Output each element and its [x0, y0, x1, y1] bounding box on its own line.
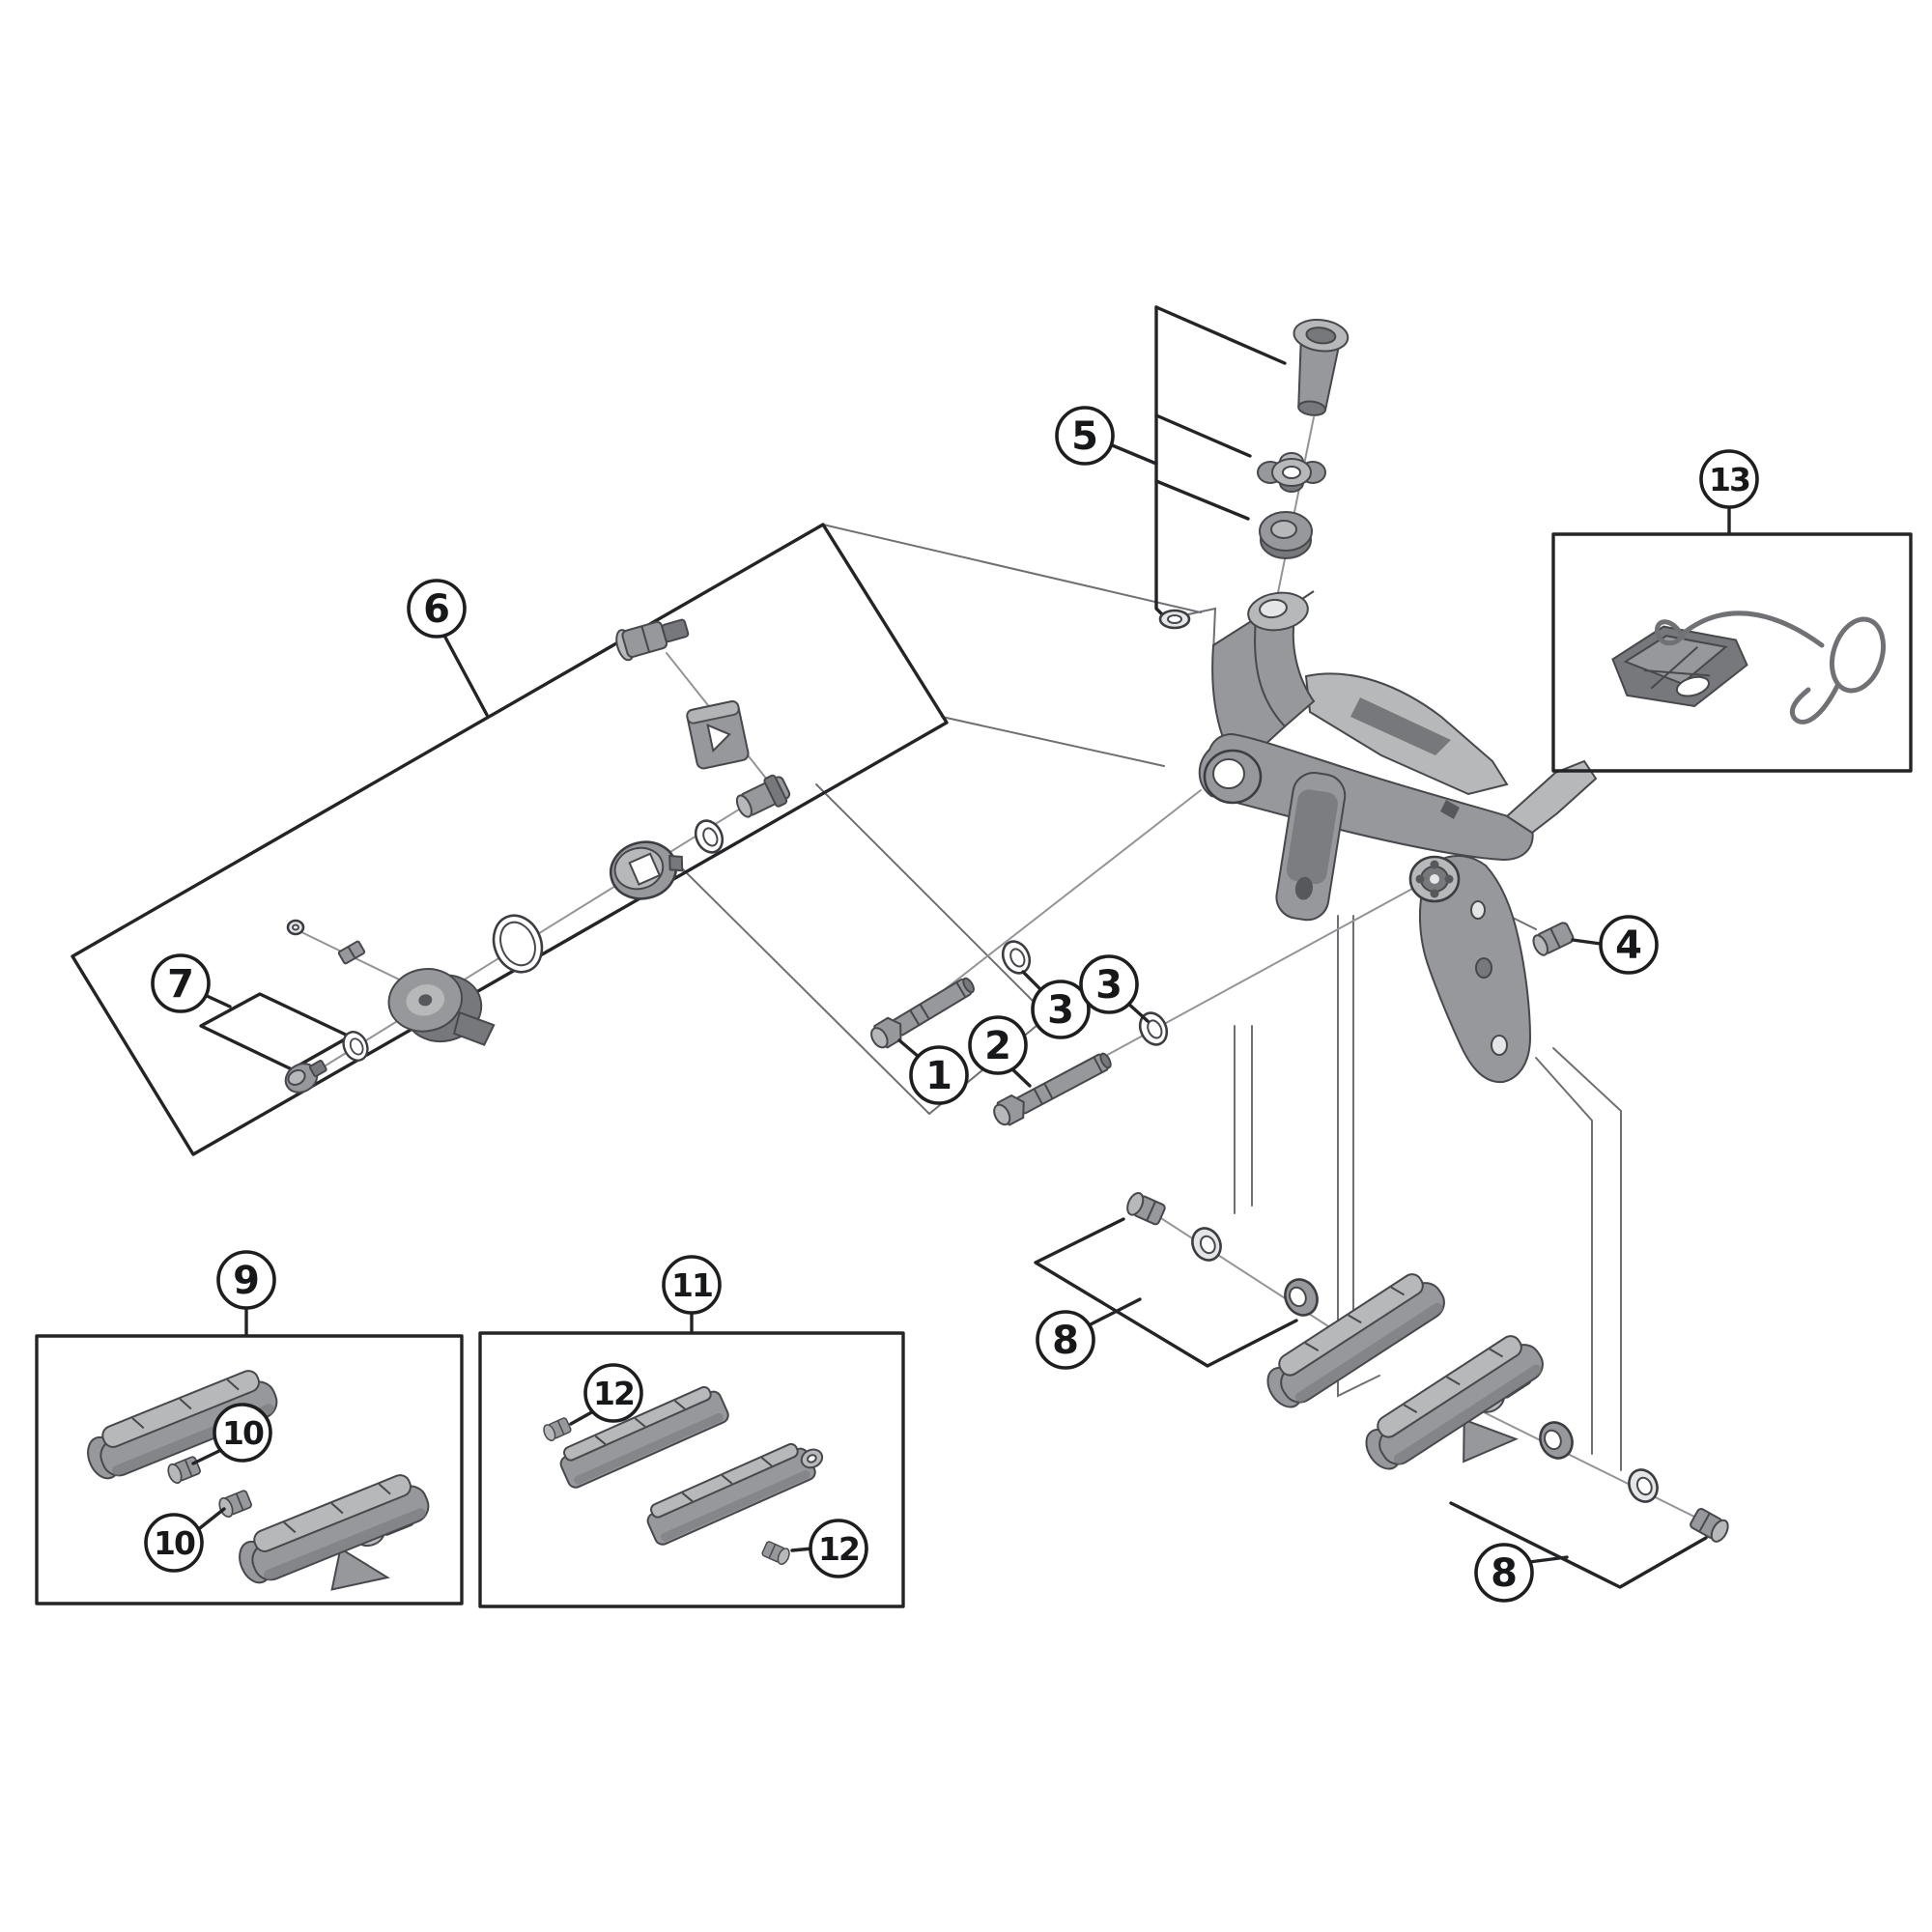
callout-9: 9 [216, 1250, 276, 1336]
spring-hook [1440, 800, 1460, 819]
mount-washer [1158, 609, 1191, 630]
callout-2: 2 [968, 1015, 1032, 1088]
box-13-frame [1551, 532, 1913, 773]
box-6-group [71, 523, 949, 1156]
pad-insert-top [554, 1380, 732, 1492]
svg-text:3: 3 [1095, 963, 1122, 1008]
group-mounting-bolts [870, 922, 1575, 1126]
svg-text:8: 8 [1052, 1319, 1079, 1363]
shoe-concave-washer-a [1278, 1272, 1324, 1322]
right-bracket-arm [1418, 854, 1532, 1084]
left-pad-arm [1275, 772, 1347, 922]
pivot-screw-7 [284, 1060, 327, 1094]
callout-4: 4 [1571, 915, 1659, 975]
shoe-washer-a [1185, 1222, 1228, 1266]
cam-ring [609, 840, 684, 900]
shoe-washer-b [1622, 1463, 1664, 1508]
callout-13: 13 [1699, 449, 1759, 534]
cable-adjust-bolt [615, 618, 690, 662]
callout-11: 11 [662, 1255, 722, 1333]
svg-text:2: 2 [984, 1024, 1011, 1068]
group-5-fixing-hardware [1154, 305, 1350, 630]
callout-12b: 12 [790, 1519, 868, 1578]
mounting-bolt-2 [993, 1052, 1112, 1126]
callout-10a: 10 [191, 1403, 272, 1465]
caliper-fixing-bolt [1293, 319, 1350, 416]
shoe-fixing-bolt-a [1122, 1189, 1168, 1228]
callouts: 1 2 3 3 4 5 6 [144, 406, 1759, 1603]
group-8-left [1034, 1189, 1324, 1368]
spring-cover [1611, 625, 1748, 708]
callout-1: 1 [897, 1038, 969, 1105]
box-6-frame [71, 523, 949, 1156]
box-11-frame [478, 1331, 905, 1608]
callout-8b: 8 [1474, 1543, 1569, 1603]
svg-text:9: 9 [233, 1259, 260, 1303]
svg-text:6: 6 [423, 587, 450, 632]
caliper-wing-shadow [1350, 697, 1451, 755]
svg-text:10: 10 [154, 1524, 195, 1562]
large-o-ring [492, 914, 544, 974]
svg-text:7: 7 [167, 962, 194, 1007]
callout-12a: 12 [569, 1363, 643, 1426]
insert-pin-12b [760, 1539, 793, 1567]
box-13-group [1551, 532, 1913, 773]
pad-fixing-bolt-10a [164, 1454, 203, 1486]
svg-text:4: 4 [1615, 923, 1642, 968]
pad-fixing-bolt-10b [215, 1488, 254, 1520]
svg-text:11: 11 [671, 1266, 712, 1304]
callout-3b: 3 [1079, 954, 1150, 1023]
svg-text:12: 12 [818, 1530, 859, 1568]
box-11-group [478, 1331, 905, 1608]
return-spring [1655, 611, 1887, 724]
callout-5: 5 [1055, 406, 1158, 466]
caliper-body [1198, 590, 1598, 1084]
svg-text:5: 5 [1071, 414, 1098, 459]
spring-adjust-nut [1257, 452, 1326, 493]
cam-pulley [387, 968, 496, 1046]
box-9-group [35, 1334, 464, 1605]
box-7-frame [199, 992, 352, 1071]
group-8-right [1449, 1415, 1733, 1589]
top-pivot-hole [1259, 598, 1288, 619]
svg-text:10: 10 [222, 1414, 264, 1452]
svg-text:13: 13 [1709, 461, 1749, 498]
pad-insert-bottom [640, 1437, 824, 1548]
callout-3a: 3 [1021, 970, 1091, 1039]
box-9-frame [35, 1334, 464, 1605]
left-pivot-hole [1212, 758, 1245, 789]
brake-shoe-right [1354, 1325, 1554, 1478]
hex-sleeve [337, 940, 366, 965]
svg-text:3: 3 [1047, 988, 1074, 1033]
shoe-fixing-bolt-b [1688, 1505, 1733, 1546]
svg-text:8: 8 [1491, 1551, 1518, 1596]
callout-6: 6 [407, 579, 489, 717]
pivot-axle [735, 774, 791, 818]
mounting-bolt-1 [870, 977, 975, 1049]
anchor-plate [686, 699, 750, 770]
steel-ball [286, 919, 305, 936]
callout-10b: 10 [144, 1507, 226, 1573]
callout-7: 7 [151, 953, 232, 1013]
insert-pin-12a [540, 1415, 573, 1443]
svg-text:12: 12 [593, 1375, 634, 1412]
pivot-nut [1259, 511, 1313, 559]
caliper-cable-horn [1505, 759, 1598, 835]
set-screw-4 [1532, 922, 1575, 956]
callout-8a: 8 [1036, 1297, 1142, 1370]
svg-text:1: 1 [925, 1054, 952, 1098]
